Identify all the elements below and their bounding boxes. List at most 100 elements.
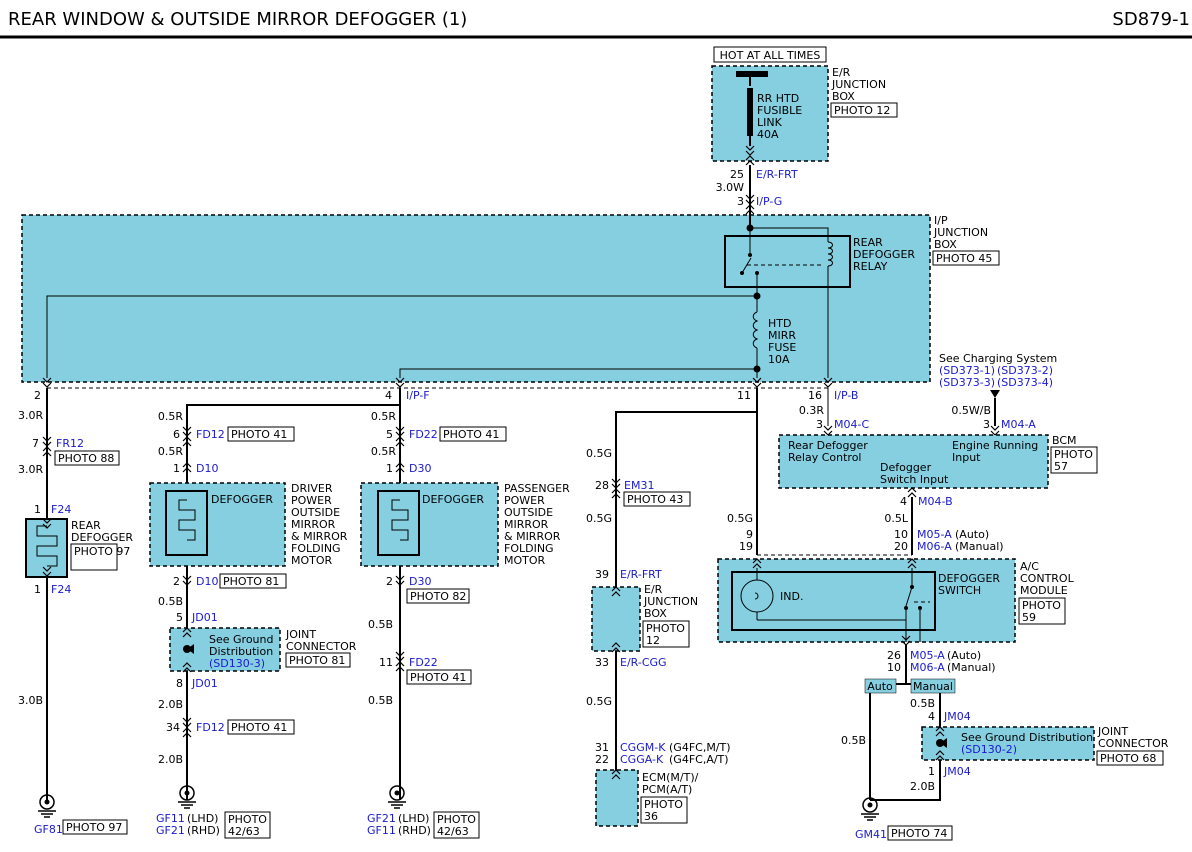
conn-m04-b: M04-B — [918, 495, 953, 508]
conn-d30-bottom: D30 — [409, 575, 431, 588]
heater-grid-symbol — [36, 525, 58, 567]
er2-name-1: E/R — [644, 583, 663, 596]
pin-8-jd01: 8 — [176, 677, 183, 690]
ecm-name-2: PCM(A/T) — [642, 783, 692, 796]
ip-box-name-1: I/P — [934, 214, 948, 227]
pin-39-erfrt: 39 — [595, 568, 609, 581]
pin-1-d30: 1 — [386, 462, 393, 475]
fusible-link-rating: 40A — [757, 128, 779, 141]
pin-5-jd01: 5 — [176, 611, 183, 624]
switch-label-2: SWITCH — [938, 584, 981, 597]
conn-f24-top: F24 — [51, 503, 71, 516]
driver-wire-0-5r-a: 0.5R — [158, 410, 183, 423]
ref-sd373-3[interactable]: (SD373-3) — [939, 376, 995, 389]
er-box-name-3: BOX — [832, 90, 855, 103]
bcm-module — [778, 434, 1049, 489]
conn-m06-a: M06-A — [917, 540, 952, 553]
driver-mirror-name-1: DRIVER — [291, 482, 333, 495]
pin-5-fd22: 5 — [386, 428, 393, 441]
ground-gf81: GF81 — [34, 823, 63, 836]
page-title: REAR WINDOW & OUTSIDE MIRROR DEFOGGER (1… — [8, 9, 467, 30]
ac-photo-2: 59 — [1022, 611, 1036, 624]
jm04-joint-2: CONNECTOR — [1098, 737, 1169, 750]
pin-26: 26 — [887, 649, 901, 662]
pass-wire-0-5r-a: 0.5R — [371, 410, 396, 423]
ac-wire-0-5b-a: 0.5B — [910, 697, 935, 710]
jm04-ref-link[interactable]: (SD130-2) — [961, 743, 1017, 756]
driver-mirror-name-4: MIRROR — [291, 518, 336, 531]
pin-10-m05a: 10 — [894, 528, 908, 541]
rear-defogger-relay — [724, 235, 851, 288]
note-22: (G4FC,A/T) — [669, 753, 729, 766]
ref-sd373-2[interactable]: (SD373-2) — [997, 364, 1053, 377]
d30-photo: PHOTO 82 — [410, 590, 466, 603]
wire-3-0w-label: 3.0W — [716, 181, 744, 194]
pin-1-f24-top: 1 — [34, 503, 41, 516]
pin-7-fr12: 7 — [32, 437, 39, 450]
rear-defogger-name-2: DEFOGGER — [71, 531, 133, 544]
bcm-photo-2: 57 — [1054, 460, 1068, 473]
conn-cggm-k: CGGM-K — [620, 741, 666, 754]
rear-defogger-element — [25, 518, 68, 578]
passenger-defogger-label: DEFOGGER — [422, 493, 484, 506]
driver-ground-photo-1: PHOTO — [228, 813, 267, 826]
jd01-ref-link[interactable]: (SD130-3) — [209, 657, 265, 670]
tag-manual — [910, 678, 956, 694]
ref-sd373-4[interactable]: (SD373-4) — [997, 376, 1053, 389]
driver-wire-0-5b: 0.5B — [158, 595, 183, 608]
relay-label-3: RELAY — [853, 260, 888, 273]
pin-3-m04c: 3 — [816, 418, 823, 431]
pass-wire-0-5b-b: 0.5B — [368, 694, 393, 707]
ground-gf11-lhd: GF11 — [156, 812, 185, 825]
jd01-photo: PHOTO 81 — [289, 654, 345, 667]
pin-2-ip: 2 — [34, 389, 41, 402]
driver-defogger-label: DEFOGGER — [211, 493, 273, 506]
ground-gf11-note-rhd: (RHD) — [398, 824, 431, 837]
note-manual-out: (Manual) — [947, 661, 996, 674]
er2-photo-2: 12 — [646, 634, 660, 647]
ac-wire-0-5l: 0.5L — [884, 512, 908, 525]
ip-junction-box — [21, 214, 931, 383]
conn-m05-a: M05-A — [917, 528, 952, 541]
conn-d30: D30 — [409, 462, 431, 475]
er2-name-3: BOX — [644, 607, 667, 620]
conn-ip-b: I/P-B — [834, 389, 858, 402]
pass-mirror-name-4: MIRROR — [504, 518, 549, 531]
fusible-link-label-1: RR HTD — [757, 92, 799, 105]
ind-label: IND. — [780, 590, 803, 603]
pin-11-fd22: 11 — [379, 656, 393, 669]
fr12-photo: PHOTO 88 — [58, 452, 114, 465]
note-manual: (Manual) — [955, 540, 1004, 553]
d10-photo: PHOTO 81 — [223, 575, 279, 588]
driver-wire-0-5r-b: 0.5R — [158, 445, 183, 458]
wire-driver-mirror — [186, 388, 401, 800]
ac-name-3: MODULE — [1020, 584, 1068, 597]
pin-11-ip: 11 — [737, 389, 751, 402]
er-junction-box — [711, 65, 829, 162]
note-auto-out: (Auto) — [947, 649, 981, 662]
ip-fuse-label-1: HTD — [768, 317, 791, 330]
ground-gf21-note-lhd: (LHD) — [398, 812, 429, 825]
pin-25: 25 — [730, 168, 744, 181]
driver-ground-photo-2: 42/63 — [228, 825, 260, 838]
jm04-joint-1: JOINT — [1097, 725, 1128, 738]
note-31: (G4FC,M/T) — [669, 741, 731, 754]
htd-mirr-fuse — [752, 311, 759, 349]
pin-4-ip: 4 — [385, 389, 392, 402]
passenger-defogger-element — [377, 490, 420, 556]
relay-coil — [827, 241, 833, 267]
bcm-label-relay-1: Rear Defogger — [788, 439, 868, 452]
ref-sd373-1[interactable]: (SD373-1) — [939, 364, 995, 377]
see-charging-system: See Charging System — [939, 352, 1057, 365]
pin-20-m06a: 20 — [894, 540, 908, 553]
ground-arrow-icon — [187, 644, 194, 654]
ecm-pcm-module — [595, 769, 639, 827]
driver-mirror-name-6: FOLDING — [291, 542, 341, 555]
pin-22: 22 — [595, 753, 609, 766]
relay-label-1: REAR — [853, 236, 883, 249]
conn-fd12: FD12 — [196, 428, 225, 441]
defogger-switch-block — [731, 571, 936, 631]
note-auto: (Auto) — [955, 528, 989, 541]
